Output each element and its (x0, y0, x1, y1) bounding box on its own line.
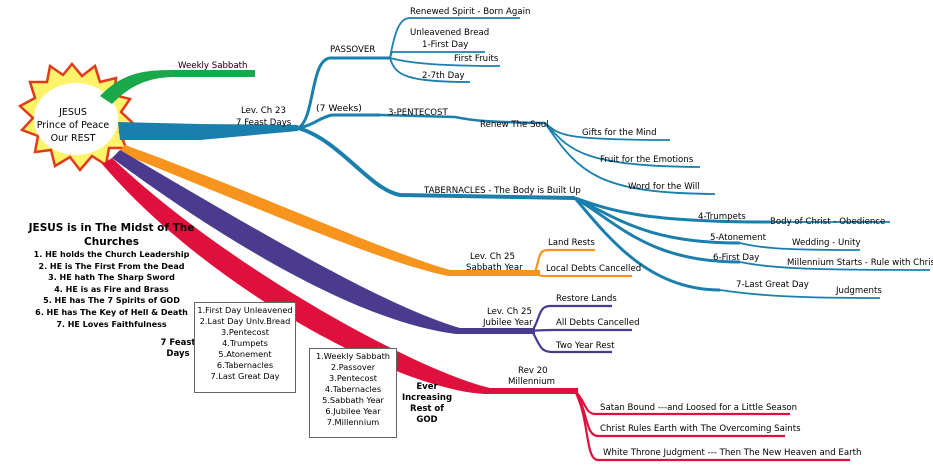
two-year-rest-label: Two Year Rest (556, 341, 615, 351)
churches-item: 5. HE has The 7 Spirits of GOD (43, 296, 180, 306)
feast-box-item: 7.Last Great Day (210, 371, 280, 381)
rest-box-item: 6.Jubilee Year (325, 406, 381, 416)
churches-item: 3. HE hath The Sharp Sword (48, 273, 175, 283)
passover-label: PASSOVER (330, 45, 376, 55)
feast-days-box: 1.First Day Unleavened 2.Last Day Unlv.B… (194, 302, 296, 393)
rest-of-god-box: 1.Weekly Sabbath 2.Passover 3.Pentecost … (309, 348, 397, 438)
renewed-spirit-label: Renewed Spirit - Born Again (410, 7, 531, 17)
feast-days-ref: Lev. Ch 23 (241, 106, 286, 116)
rest-box-item: 3.Pentecost (329, 373, 377, 383)
gifts-label: Gifts for the Mind (582, 128, 657, 138)
last-great-day-label: 7-Last Great Day (736, 280, 809, 290)
center-topic: JESUS Prince of Peace Our REST (34, 106, 112, 145)
rest-box-side-line-1: Ever (416, 382, 438, 392)
center-line-2: Prince of Peace (36, 120, 110, 131)
christ-rules-label: Christ Rules Earth with The Overcoming S… (600, 424, 801, 434)
feast-days-subbranches (297, 17, 931, 299)
millennium-label: Millennium (508, 377, 555, 387)
branch-weekly-sabbath (100, 70, 255, 104)
tabernacles-label: TABERNACLES - The Body is Built Up (424, 186, 581, 196)
fruit-label: Fruit for the Emotions (600, 155, 694, 165)
seven-weeks-label: (7 Weeks) (316, 103, 362, 114)
jubilee-year-ref: Lev. Ch 25 (487, 307, 532, 317)
rest-box-item: 7.Millennium (326, 417, 380, 427)
millennium-ref: Rev 20 (518, 366, 548, 376)
feast-days-label: 7 Feast Days (236, 118, 292, 128)
restore-lands-label: Restore Lands (556, 294, 617, 304)
churches-title: JESUS is in The Midst of The Churches (28, 222, 195, 248)
seventh-day-label: 2-7th Day (422, 71, 465, 81)
feast-box-item: 5.Atonement (218, 349, 272, 359)
unleavened-bread-label: Unleavened Bread (410, 28, 490, 38)
word-label: Word for the Will (628, 182, 700, 192)
sabbath-year-ref: Lev. Ch 25 (470, 252, 515, 262)
rest-box-side-line-3: Rest of (410, 404, 444, 414)
trumpets-note: Body of Christ - Obedience (770, 217, 886, 227)
feast-box-item: 1.First Day Unleavened (197, 305, 293, 315)
satan-bound-label: Satan Bound ---and Loosed for a Little S… (600, 403, 798, 413)
weekly-sabbath-label: Weekly Sabbath (178, 61, 248, 71)
all-debts-label: All Debts Cancelled (556, 318, 640, 328)
first-fruits-label: First Fruits (454, 54, 499, 64)
jubilee-year-label: Jubilee Year (483, 318, 533, 328)
local-debts-label: Local Debts Cancelled (546, 264, 642, 274)
first-day-label: 1-First Day (422, 40, 469, 50)
rest-box-side-label: Ever Increasing Rest of GOD (398, 382, 456, 426)
rest-box-side-line-4: GOD (416, 415, 438, 425)
rest-box-item: 2.Passover (330, 362, 376, 372)
churches-item: 1. HE holds the Church Leadership (33, 250, 190, 259)
first-day-6-label: 6-First Day (713, 253, 760, 263)
branch-sabbath-year (118, 145, 540, 276)
land-rests-label: Land Rests (548, 238, 595, 248)
center-line-1: JESUS (59, 107, 87, 118)
feast-box-item: 2.Last Day Unlv.Bread (199, 316, 291, 326)
feast-box-item: 4.Trumpets (222, 338, 268, 348)
trumpets-label: 4-Trumpets (698, 212, 746, 222)
renew-soul-label: Renew The Soul (480, 120, 549, 130)
millennium-subbranches (574, 390, 850, 462)
feast-box-item: 3.Pentecost (221, 327, 269, 337)
churches-item: 6. HE has The Key of Hell & Death (35, 307, 188, 317)
feast-box-side-line-1: 7 Feast (160, 338, 196, 348)
churches-item: 7. HE Loves Faithfulness (56, 319, 167, 329)
atonement-label: 5-Atonement (710, 233, 766, 243)
sun-icon (17, 62, 137, 172)
last-great-day-note: Judgments (836, 286, 882, 296)
jubilee-year-subbranches (531, 304, 632, 354)
feast-box-side-line-2: Days (166, 349, 190, 359)
rest-box-side-line-2: Increasing (401, 393, 453, 403)
rest-box-item: 5.Sabbath Year (322, 395, 384, 405)
center-line-3: Our REST (50, 133, 96, 144)
rest-box-item: 4.Tabernacles (324, 384, 382, 394)
churches-list: JESUS is in The Midst of The Churches 1.… (4, 221, 219, 330)
pentecost-label: 3-PENTECOST (388, 108, 448, 118)
churches-item: 2. HE is The First From the Dead (38, 261, 185, 271)
first-day-6-note: Millennium Starts - Rule with Christ (787, 258, 933, 268)
rest-box-item: 1.Weekly Sabbath (316, 351, 390, 361)
feast-box-side-label: 7 Feast Days (148, 338, 208, 360)
white-throne-label: White Throne Judgment --- Then The New H… (603, 448, 862, 458)
atonement-note: Wedding - Unity (792, 238, 861, 248)
churches-item: 4. HE is as Fire and Brass (54, 284, 169, 294)
sabbath-year-label: Sabbath Year (466, 263, 523, 273)
branch-feast-days (118, 122, 298, 140)
sabbath-year-subbranches (533, 248, 632, 278)
feast-box-item: 6.Tabernacles (216, 360, 274, 370)
